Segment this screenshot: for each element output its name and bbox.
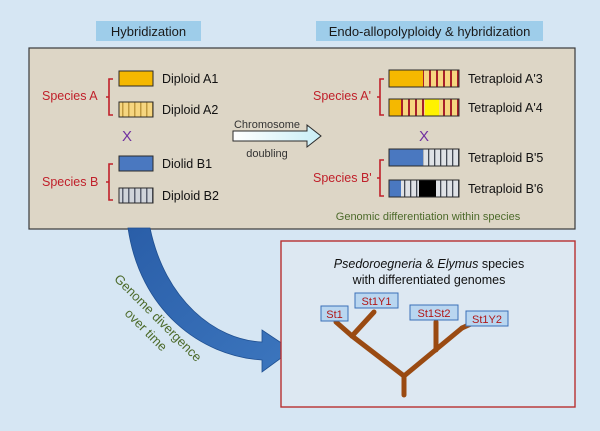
species-b-bracket xyxy=(106,163,113,201)
right-arrow-icon xyxy=(232,123,322,149)
tip-st1y1: St1Y1 xyxy=(362,296,392,308)
tetraploid-a4-chromosome xyxy=(388,98,460,117)
diolid-b1-label: Diolid B1 xyxy=(162,157,212,171)
tip-box-st1y2 xyxy=(465,310,509,327)
tree-title-species: species xyxy=(478,257,524,271)
species-b-prime-label: Species B' xyxy=(313,171,372,185)
tetraploid-a3-chromosome xyxy=(388,69,460,88)
tip-box-st1 xyxy=(320,305,349,322)
species-a-prime-bracket xyxy=(377,78,384,116)
tetraploid-a4-label: Tetraploid A'4 xyxy=(468,101,543,115)
curved-arrow-icon xyxy=(127,227,293,373)
hybridization-header: Hybridization xyxy=(111,24,186,39)
arrow-label-line2: doubling xyxy=(246,148,288,160)
tree-title-line2: with differentiated genomes xyxy=(352,273,506,287)
tree-right-clade-branch xyxy=(401,325,465,379)
tree-title-genus-b: Elymus xyxy=(437,257,478,271)
tetraploid-b5-label: Tetraploid B'5 xyxy=(468,151,543,165)
diploid-a1-label: Diploid A1 xyxy=(162,72,218,86)
tree-title-line1: Psedoroegneria & Elymus species xyxy=(334,257,524,271)
tip-box-st1st2 xyxy=(409,304,459,321)
diploid-a2-label: Diploid A2 xyxy=(162,103,218,117)
diploid-a2-chromosome xyxy=(118,101,154,118)
tetraploid-a3-label: Tetraploid A'3 xyxy=(468,72,543,86)
tip-st1y2: St1Y2 xyxy=(472,314,502,326)
species-b-label: Species B xyxy=(42,175,98,189)
tetraploid-b5-chromosome xyxy=(388,148,460,167)
endo-header-box xyxy=(316,21,543,41)
tip-st1: St1 xyxy=(326,309,343,321)
endo-header: Endo-allopolyploidy & hybridization xyxy=(329,24,531,39)
diolid-b1-chromosome xyxy=(118,155,154,172)
arrow-label-line1: Chromosome xyxy=(234,119,300,131)
genomic-differentiation-note: Genomic differentiation within species xyxy=(336,211,521,223)
tip-box-st1y1 xyxy=(354,292,399,309)
tip-st1st2: St1St2 xyxy=(417,308,450,320)
species-b-prime-bracket xyxy=(377,159,384,197)
species-a-prime-label: Species A' xyxy=(313,89,371,103)
diploid-b2-chromosome xyxy=(118,187,154,204)
species-a-label: Species A xyxy=(42,89,98,103)
tetraploid-b6-chromosome xyxy=(388,179,460,198)
tetraploid-b6-label: Tetraploid B'6 xyxy=(468,182,543,196)
tree-branch-st1 xyxy=(333,319,355,339)
species-a-bracket xyxy=(106,78,113,116)
diploid-b2-label: Diploid B2 xyxy=(162,189,219,203)
phylogenetic-tree xyxy=(333,309,487,398)
cross-symbol-left: X xyxy=(122,128,132,145)
tree-panel xyxy=(280,240,576,408)
tree-branch-st1y1 xyxy=(349,309,377,339)
cross-symbol-right: X xyxy=(419,128,429,145)
diploid-a1-chromosome xyxy=(118,70,154,87)
hybridization-header-box xyxy=(96,21,201,41)
tree-title-genus-a: Psedoroegneria xyxy=(334,257,422,271)
tree-title-ampersand: & xyxy=(422,257,437,271)
tree-left-clade-branch xyxy=(349,333,407,379)
